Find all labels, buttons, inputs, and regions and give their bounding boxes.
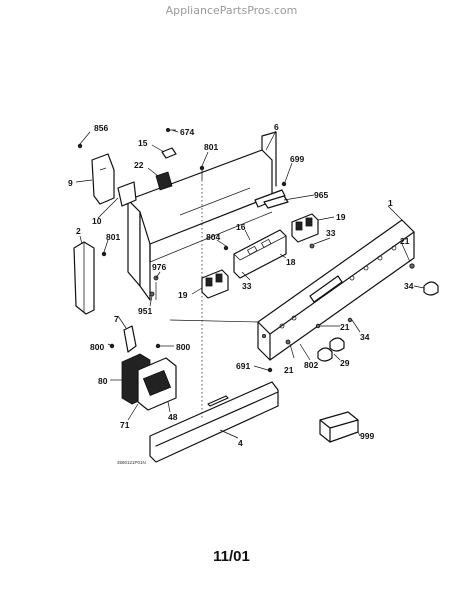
control-module xyxy=(233,229,287,279)
callout-800-right: 800 xyxy=(176,342,190,352)
assembly-lines xyxy=(155,180,259,420)
callout-10: 10 xyxy=(92,216,102,226)
rear-frame xyxy=(91,131,286,301)
left-side-trim xyxy=(73,241,95,315)
parts-box xyxy=(319,411,359,443)
callout-9: 9 xyxy=(68,178,73,188)
callout-7: 7 xyxy=(114,314,119,324)
callout-48: 48 xyxy=(168,412,178,422)
callout-33-upper: 33 xyxy=(326,228,336,238)
callout-674: 674 xyxy=(180,127,194,137)
callout-16: 16 xyxy=(236,222,246,232)
callout-21-middle: 21 xyxy=(340,322,350,332)
lower-trim xyxy=(149,381,279,463)
leader-lines xyxy=(75,129,425,439)
callout-80: 80 xyxy=(98,376,108,386)
callout-29: 29 xyxy=(340,358,350,368)
callout-999: 999 xyxy=(360,431,374,441)
revision-date: 11/01 xyxy=(213,548,250,565)
knobs xyxy=(317,281,439,362)
clock-timer-assembly xyxy=(121,353,177,411)
callout-71: 71 xyxy=(120,420,130,430)
callout-801-top: 801 xyxy=(204,142,218,152)
callout-34-upper: 34 xyxy=(404,281,414,291)
callout-965: 965 xyxy=(314,190,328,200)
callout-801-left: 801 xyxy=(106,232,120,242)
bracket xyxy=(109,325,161,353)
callout-800-left: 800 xyxy=(90,342,104,352)
callout-2: 2 xyxy=(76,226,81,236)
callout-856: 856 xyxy=(94,123,108,133)
callout-802: 802 xyxy=(304,360,318,370)
diagram-code: 3560121P01N xyxy=(117,460,146,465)
callout-21-upper: 21 xyxy=(400,236,410,246)
watermark: AppliancePartsPros.com xyxy=(165,4,298,17)
callout-699: 699 xyxy=(290,154,304,164)
callout-19-left: 19 xyxy=(178,290,188,300)
callout-labels: 856 674 6 15 801 22 699 9 965 10 19 1 2 … xyxy=(68,122,414,448)
callout-951: 951 xyxy=(138,306,152,316)
callout-18: 18 xyxy=(286,257,296,267)
callout-6: 6 xyxy=(274,122,279,132)
callout-4: 4 xyxy=(238,438,243,448)
callout-22: 22 xyxy=(134,160,144,170)
callout-19-right: 19 xyxy=(336,212,346,222)
callout-1: 1 xyxy=(388,198,393,208)
callout-976: 976 xyxy=(152,262,166,272)
callout-15: 15 xyxy=(138,138,148,148)
callout-691: 691 xyxy=(236,361,250,371)
callout-21-lower: 21 xyxy=(284,365,294,375)
callout-804: 804 xyxy=(206,232,220,242)
callout-34-lower: 34 xyxy=(360,332,370,342)
callout-33-lower: 33 xyxy=(242,281,252,291)
